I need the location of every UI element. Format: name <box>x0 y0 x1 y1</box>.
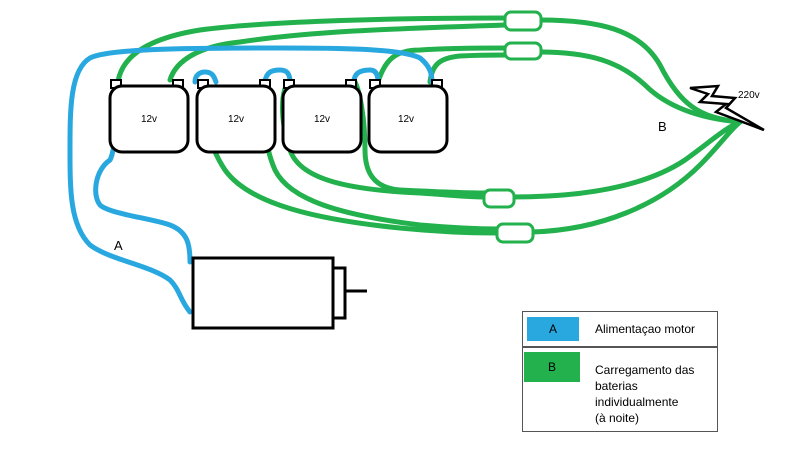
charger-3 <box>482 188 516 209</box>
motor-endcap <box>331 266 347 320</box>
battery-1: 12v <box>108 79 190 154</box>
charge-wire-3-out <box>509 119 743 200</box>
legend-key-b: B <box>547 360 556 374</box>
chargers <box>482 10 543 244</box>
legend-text-b: Carregamento das baterias individualment… <box>595 362 694 426</box>
motor-supply-wire <box>67 45 435 315</box>
legend-item-a: A Alimentaçao motor <box>522 311 718 347</box>
battery-1-label: 12v <box>141 114 157 125</box>
motor-body <box>191 256 335 330</box>
charger-4 <box>495 222 535 244</box>
legend-text-b-line-4: (à noite) <box>595 411 640 425</box>
power-source-label: 220v <box>738 90 760 101</box>
charge-wire-1-neg <box>167 22 508 83</box>
charge-wire-4-out <box>529 119 743 235</box>
motor <box>191 256 367 330</box>
battery-2-label: 12v <box>228 114 244 125</box>
charger-1 <box>503 10 543 32</box>
lightning-icon <box>689 84 765 132</box>
wire-label-a: A <box>114 238 123 253</box>
charge-wire-2-out <box>537 49 743 125</box>
legend-key-a: A <box>548 322 557 336</box>
legend-item-b: B Carregamento das baterias individualme… <box>522 347 718 432</box>
legend-swatch-a: A <box>527 317 579 341</box>
legend-text-b-line-1: Carregamento das <box>595 363 695 377</box>
battery-4: 12v <box>367 79 449 154</box>
legend-text-b-line-2: baterias <box>595 379 638 393</box>
battery-3: 12v <box>281 79 363 154</box>
battery-3-label: 12v <box>314 114 330 125</box>
legend-text-a: Alimentaçao motor <box>595 322 696 336</box>
charge-wire-1-out <box>537 17 743 125</box>
legend-text-b-line-3: individualmente <box>595 395 679 409</box>
battery-4-label: 12v <box>398 114 414 125</box>
charge-wire-1-pos <box>115 15 508 85</box>
charge-wire-2-neg <box>427 52 508 85</box>
battery-2: 12v <box>195 79 277 154</box>
legend-swatch-b: B <box>524 352 580 382</box>
wire-label-b: B <box>658 119 667 134</box>
charger-2 <box>503 41 543 61</box>
charge-wire-2-pos <box>375 45 508 85</box>
